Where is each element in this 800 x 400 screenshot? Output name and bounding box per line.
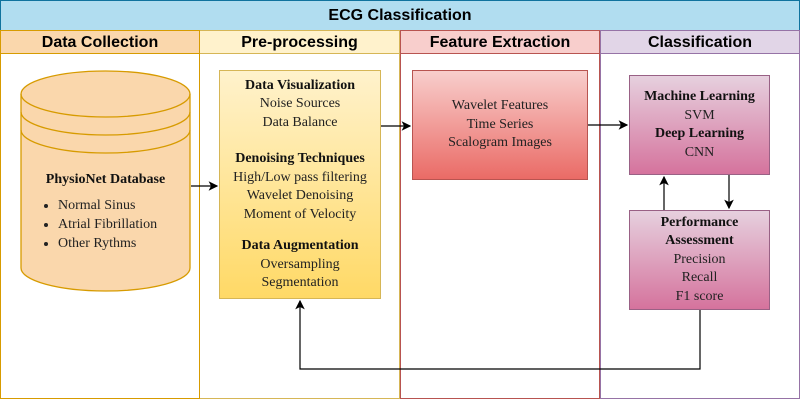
database-cylinder-icon xyxy=(20,70,191,292)
section-heading: Data Visualization xyxy=(244,77,356,93)
feature-extraction-node: Wavelet Features Time Series Scalogram I… xyxy=(412,70,588,180)
database-item: Normal Sinus xyxy=(58,196,191,215)
dl-heading: Deep Learning xyxy=(654,126,745,141)
diagram-title: ECG Classification xyxy=(0,0,800,31)
perf-item: F1 score xyxy=(675,288,724,304)
lane-header: Pre-processing xyxy=(200,31,399,54)
feature-item: Time Series xyxy=(466,116,534,132)
lane-header: Feature Extraction xyxy=(401,31,599,54)
section-item: Moment of Velocity xyxy=(243,206,357,222)
perf-item: Recall xyxy=(681,270,718,286)
ml-item: SVM xyxy=(684,107,715,123)
lane-feature-extraction: Feature Extraction xyxy=(400,30,600,399)
database-item: Atrial Fibrillation xyxy=(58,215,191,234)
perf-heading: Performance xyxy=(660,214,739,230)
database-node: PhysioNet Database Normal Sinus Atrial F… xyxy=(20,172,191,253)
section-heading: Denoising Techniques xyxy=(235,151,365,166)
section-item: Wavelet Denoising xyxy=(246,188,354,203)
feature-item: Wavelet Features xyxy=(451,98,549,114)
section-item: Noise Sources xyxy=(259,96,341,111)
lane-data-collection: Data Collection xyxy=(0,30,200,399)
section-item: Segmentation xyxy=(261,275,339,290)
classifier-node: Machine Learning SVM Deep Learning CNN xyxy=(629,75,770,175)
lane-header: Data Collection xyxy=(1,31,199,54)
ml-heading: Machine Learning xyxy=(644,89,755,104)
perf-heading: Assessment xyxy=(665,233,734,249)
section-heading: Data Augmentation xyxy=(241,238,359,253)
dl-item: CNN xyxy=(684,144,715,160)
section-item: Oversampling xyxy=(260,256,340,272)
perf-item: Precision xyxy=(673,251,726,267)
section-item: High/Low pass filtering xyxy=(233,169,367,185)
preprocessing-node: Data Visualization Noise Sources Data Ba… xyxy=(219,70,381,299)
arrow-feedback-loop xyxy=(295,299,701,370)
performance-node: Performance Assessment Precision Recall … xyxy=(629,210,770,310)
database-item: Other Rythms xyxy=(58,234,191,253)
lane-preprocessing: Pre-processing xyxy=(200,30,400,399)
feature-item: Scalogram Images xyxy=(448,135,552,151)
database-title: PhysioNet Database xyxy=(45,172,166,187)
lane-header: Classification xyxy=(601,31,799,54)
section-item: Data Balance xyxy=(262,114,338,130)
